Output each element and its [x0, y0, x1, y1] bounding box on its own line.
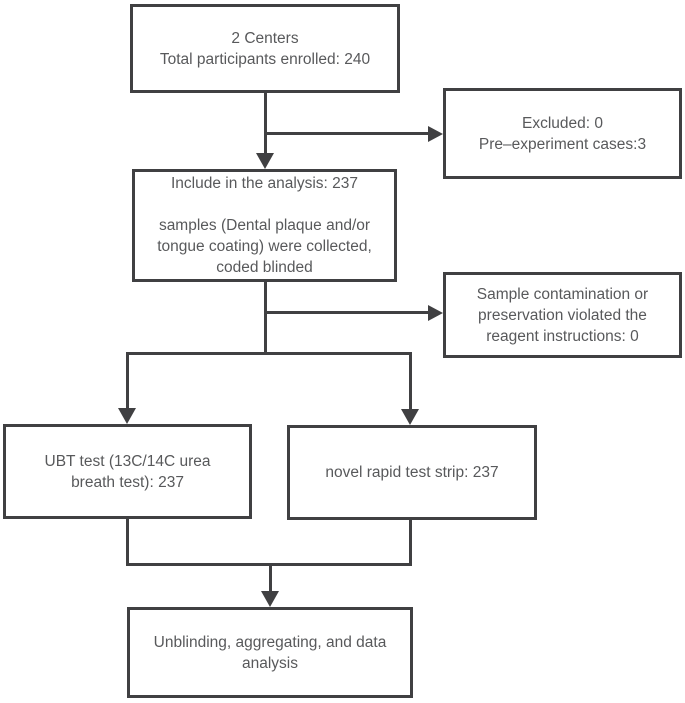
node-analysis-text: Include in the analysis: 237 samples (De… [157, 175, 372, 276]
node-excluded-text: Excluded: 0 Pre–experiment cases:3 [478, 114, 647, 153]
edge-enrolled-excluded-arrowhead-icon [428, 126, 443, 142]
edge-enrolled-excluded-line [265, 132, 429, 135]
node-final-text: Unblinding, aggregating, and data analys… [153, 633, 387, 672]
edge-enrolled-analysis-line [264, 93, 267, 154]
edge-split-strip-arrowhead-icon [401, 409, 419, 425]
node-strip: novel rapid test strip: 237 [287, 425, 537, 520]
edge-merge-final-arrowhead-icon [261, 591, 279, 607]
edge-ubt-merge-line [126, 519, 129, 566]
edge-split-bar [126, 352, 412, 355]
edge-analysis-contamination-arrowhead-icon [428, 305, 443, 321]
node-enrolled: 2 Centers Total participants enrolled: 2… [130, 4, 400, 93]
edge-analysis-split-line [264, 282, 267, 355]
edge-split-ubt-arrowhead-icon [118, 408, 136, 424]
node-enrolled-text: 2 Centers Total participants enrolled: 2… [159, 29, 371, 68]
edge-analysis-contamination-line [265, 311, 429, 314]
node-excluded: Excluded: 0 Pre–experiment cases:3 [443, 88, 682, 179]
node-contamination-text: Sample contamination or preservation vio… [476, 285, 649, 345]
node-analysis: Include in the analysis: 237 samples (De… [132, 169, 397, 282]
edge-split-strip-line [409, 352, 412, 410]
node-ubt-text: UBT test (13C/14C urea breath test): 237 [44, 452, 211, 491]
edge-strip-merge-line [409, 520, 412, 566]
edge-split-ubt-line [126, 352, 129, 409]
node-ubt: UBT test (13C/14C urea breath test): 237 [3, 424, 252, 519]
edge-enrolled-analysis-arrowhead-icon [256, 153, 274, 169]
node-contamination: Sample contamination or preservation vio… [443, 272, 682, 358]
edge-merge-final-line [269, 563, 272, 592]
node-strip-text: novel rapid test strip: 237 [325, 464, 499, 481]
node-final: Unblinding, aggregating, and data analys… [127, 607, 413, 698]
